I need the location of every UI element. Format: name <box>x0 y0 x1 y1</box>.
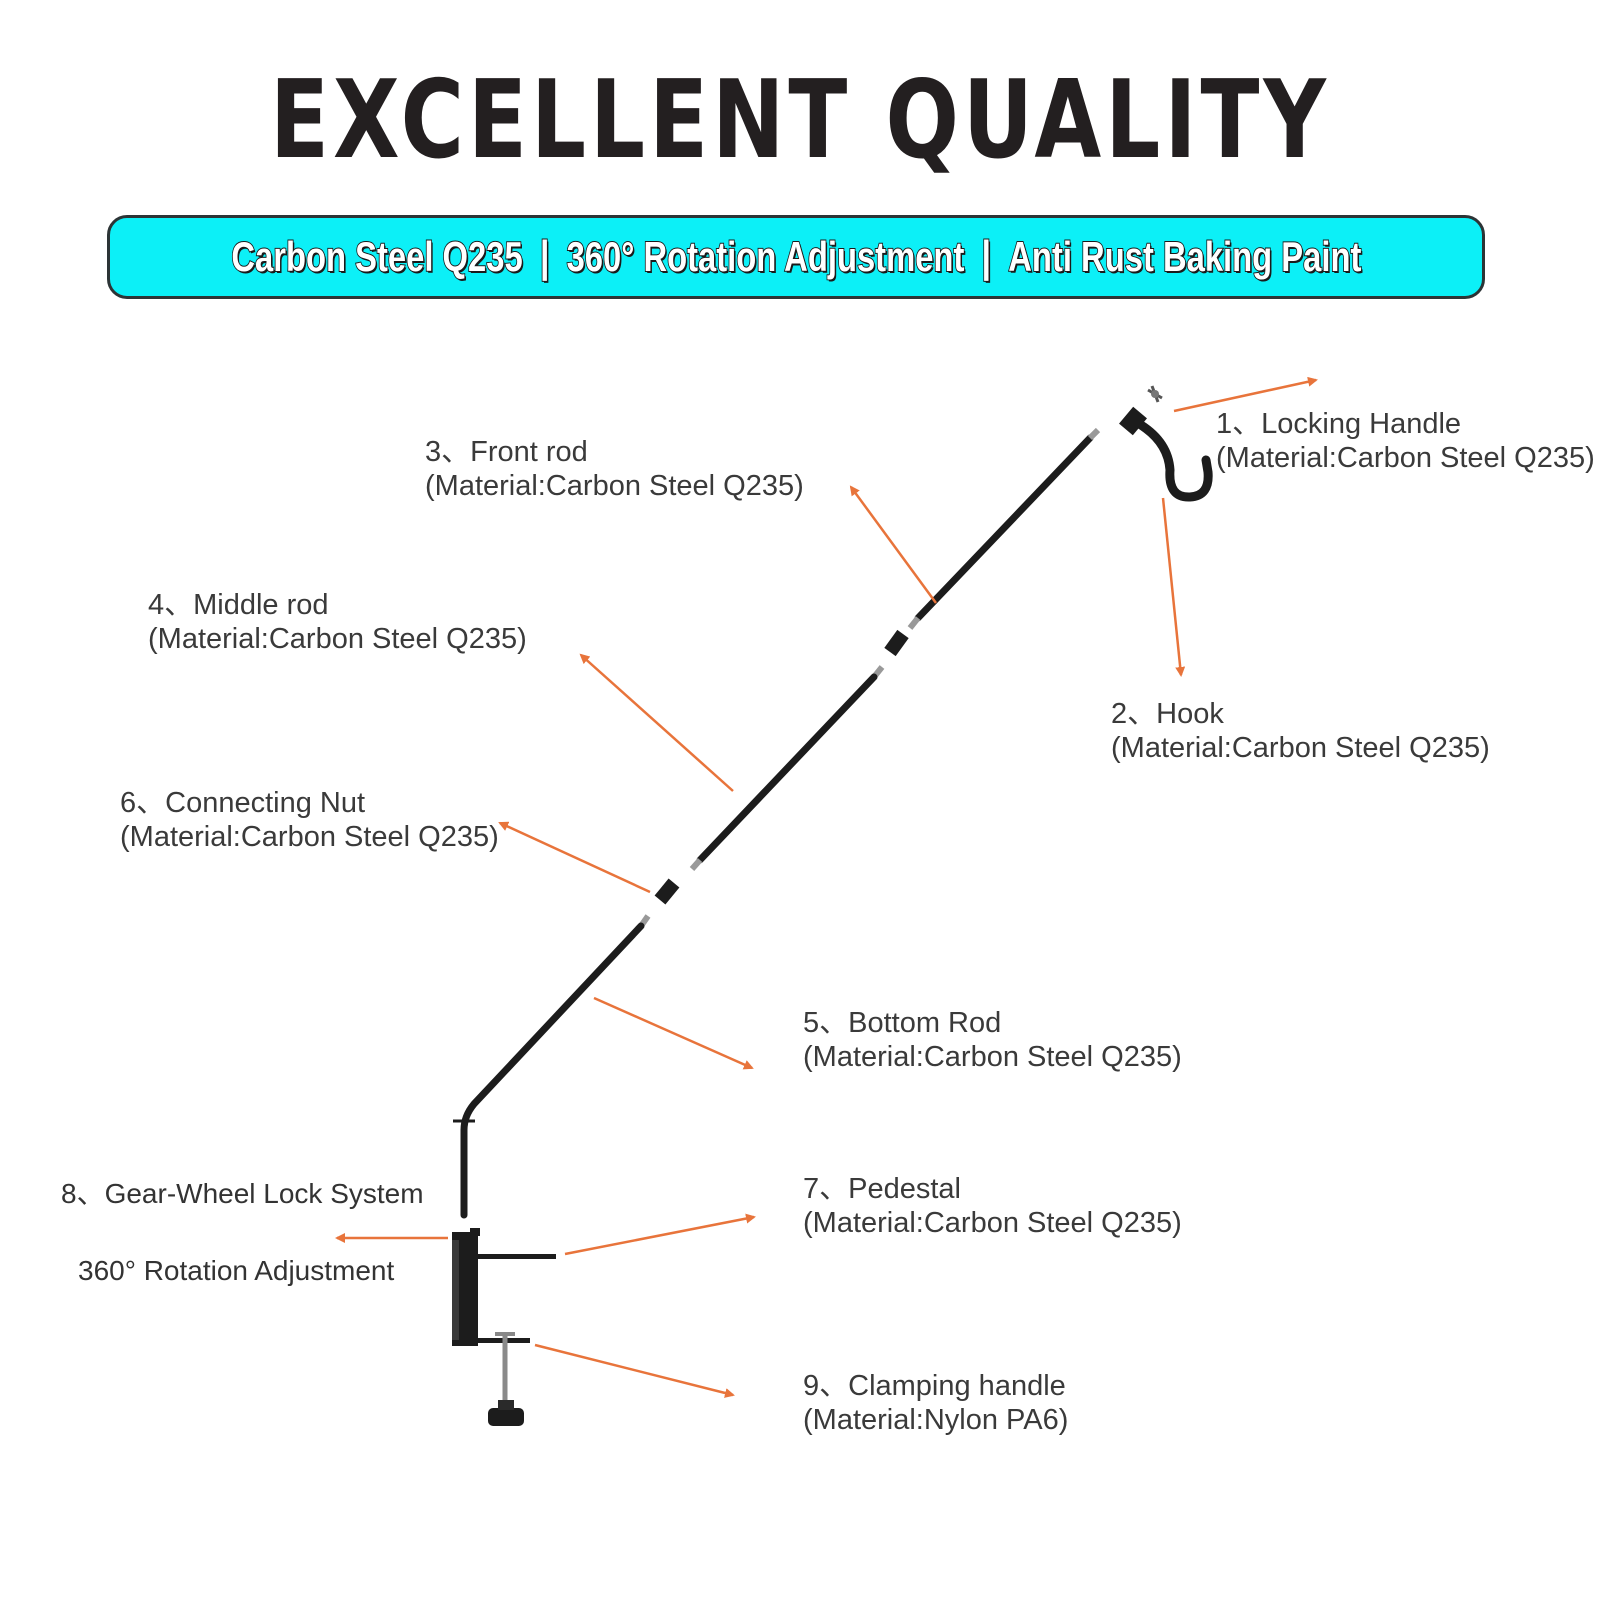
feature-banner: Carbon Steel Q235 | 360° Rotation Adjust… <box>107 215 1485 299</box>
locking-handle <box>1147 385 1163 403</box>
part-material: (Material:Carbon Steel Q235) <box>120 821 499 853</box>
rod-thread <box>907 616 921 630</box>
part-material: (Material:Carbon Steel Q235) <box>803 1207 1182 1239</box>
feature-anti-rust: Anti Rust Baking Paint <box>1007 232 1362 281</box>
label-bottom-rod: 5、Bottom Rod (Material:Carbon Steel Q235… <box>803 1006 1182 1074</box>
page-title: EXCELLENT QUALITY <box>270 58 1330 183</box>
connecting-nut <box>884 629 909 657</box>
part-name: 4、Middle rod <box>148 589 329 621</box>
part-name: 3、Front rod <box>425 436 588 468</box>
label-middle-rod: 4、Middle rod (Material:Carbon Steel Q235… <box>148 588 527 656</box>
label-connecting-nut: 6、Connecting Nut (Material:Carbon Steel … <box>120 786 499 854</box>
rod-thread <box>689 858 703 871</box>
part-material: (Material:Nylon PA6) <box>803 1404 1069 1436</box>
part-name: 2、Hook <box>1111 698 1224 730</box>
arrow-connecting-nut <box>498 821 651 894</box>
label-clamping-handle: 9、Clamping handle (Material:Nylon PA6) <box>803 1369 1068 1437</box>
part-name: 1、Locking Handle <box>1216 408 1462 440</box>
part-material: (Material:Carbon Steel Q235) <box>803 1041 1182 1073</box>
arrow-front-rod <box>849 485 938 604</box>
callout-arrows <box>335 376 1318 1398</box>
part-material: (Material:Carbon Steel Q235) <box>148 623 527 655</box>
label-gear-wheel-lock: 8、Gear-Wheel Lock System <box>61 1178 424 1209</box>
part-material: (Material:Carbon Steel Q235) <box>1111 732 1490 764</box>
part-name: 9、Clamping handle <box>803 1370 1066 1402</box>
label-front-rod: 3、Front rod (Material:Carbon Steel Q235) <box>425 435 804 503</box>
hook <box>1119 406 1213 502</box>
part-name: 7、Pedestal <box>803 1173 961 1205</box>
bottom-rod <box>460 922 645 1219</box>
banner-separator: | <box>980 231 991 282</box>
middle-rod <box>696 673 878 864</box>
feature-banner-text: Carbon Steel Q235 | 360° Rotation Adjust… <box>230 231 1362 282</box>
stand-pole <box>453 427 1101 1219</box>
label-hook: 2、Hook (Material:Carbon Steel Q235) <box>1111 697 1490 765</box>
clamping-handle <box>488 1332 524 1426</box>
rod-thread <box>1087 427 1101 441</box>
arrow-hook <box>1161 497 1186 677</box>
feature-rotation: 360° Rotation Adjustment <box>565 232 964 281</box>
banner-separator: | <box>539 231 550 282</box>
part-name: 6、Connecting Nut <box>120 787 366 819</box>
arrow-middle-rod <box>579 653 734 792</box>
arrow-pedestal <box>564 1213 756 1256</box>
label-rotation-adjustment: 360° Rotation Adjustment <box>78 1255 395 1286</box>
front-rod <box>914 434 1094 622</box>
part-material: (Material:Carbon Steel Q235) <box>1216 442 1595 474</box>
part-name: 5、Bottom Rod <box>803 1007 1002 1039</box>
part-material: (Material:Carbon Steel Q235) <box>425 470 804 502</box>
feature-carbon-steel: Carbon Steel Q235 <box>230 232 523 281</box>
connecting-nut <box>654 878 680 905</box>
label-pedestal: 7、Pedestal (Material:Carbon Steel Q235) <box>803 1172 1182 1240</box>
arrow-clamping-handle <box>534 1343 735 1398</box>
arrow-bottom-rod <box>593 996 754 1070</box>
pedestal <box>452 1228 556 1346</box>
arrow-locking-handle <box>1173 376 1318 413</box>
label-locking-handle: 1、Locking Handle (Material:Carbon Steel … <box>1216 407 1595 475</box>
